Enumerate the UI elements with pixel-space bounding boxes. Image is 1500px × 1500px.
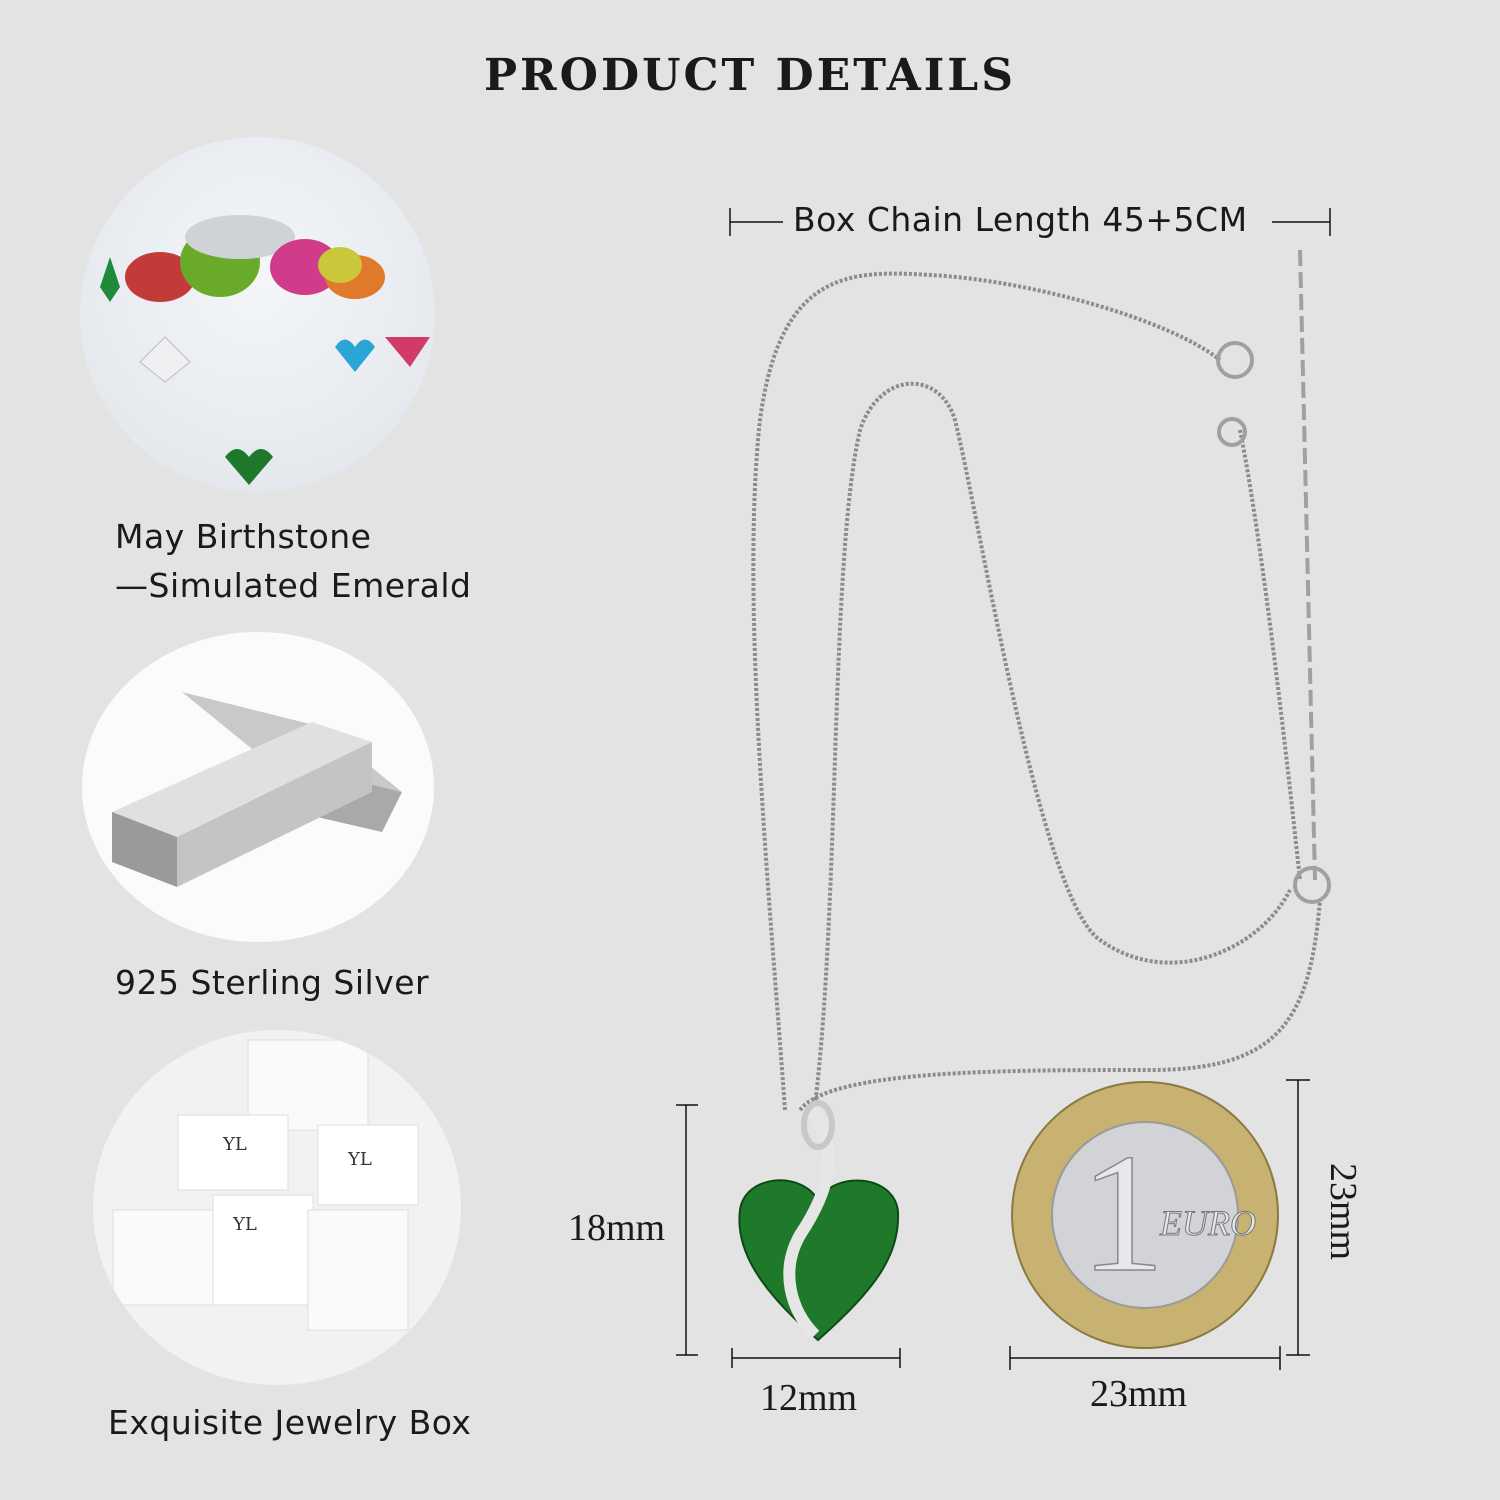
feature-label-box: Exquisite Jewelry Box [108,1403,472,1442]
pendant-height-label: 18mm [568,1207,666,1249]
gemstones-image [80,137,435,492]
svg-text:YL: YL [232,1214,257,1235]
feature-line: May Birthstone [115,517,372,556]
coin-text: EURO [1159,1203,1256,1243]
coin-dimension-lines [1009,1079,1310,1370]
euro-coin: 1 EURO [1011,1081,1279,1349]
chain-length-dimension-line [729,208,1331,236]
coin-height-label: 23mm [1322,1163,1364,1261]
jewelry-box-image: YL YL YL [93,1030,461,1385]
svg-text:YL: YL [222,1134,247,1155]
feature-label-silver: 925 Sterling Silver [115,963,430,1002]
extender-chain [1216,249,1331,904]
feature-line: —Simulated Emerald [115,566,472,605]
heart-pendant [738,1100,900,1342]
feature-label-birthstone: May Birthstone —Simulated Emerald [115,512,471,610]
pendant-dimension-lines [676,1104,901,1368]
pendant-width-label: 12mm [760,1377,858,1419]
svg-text:YL: YL [347,1149,372,1170]
chain-length-label: Box Chain Length 45+5CM [793,200,1248,239]
page-title: PRODUCT DETAILS [483,50,1017,101]
coin-denomination: 1 [1080,1119,1165,1307]
coin-width-label: 23mm [1090,1373,1188,1415]
silver-bars-image [82,632,434,942]
box-chain [751,271,1322,1112]
